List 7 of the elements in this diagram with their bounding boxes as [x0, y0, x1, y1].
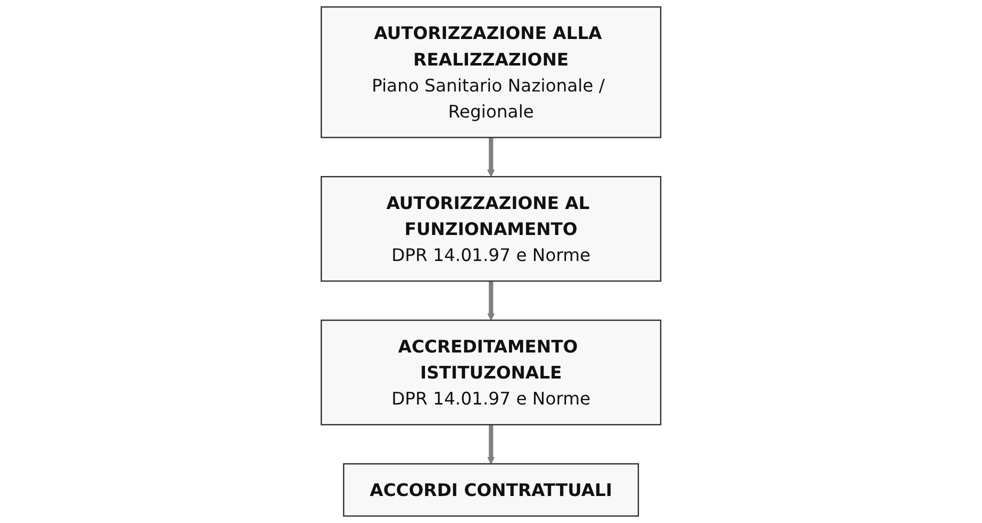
node-box: ACCORDI CONTRATTUALI: [342, 463, 640, 517]
arrow: [487, 138, 495, 177]
arrow: [487, 424, 495, 464]
node-box: AUTORIZZAZIONE ALLA REALIZZAZIONE Piano Sanitario Nazionale / Regionale: [320, 6, 662, 138]
node-box: AUTORIZZAZIONE AL FUNZIONAMENTO DPR 14.01.97 e Norme: [320, 176, 662, 282]
node-box: ACCREDITAMENTO ISTITUZONALE DPR 14.01.97 e Norme: [320, 320, 662, 426]
arrow: [487, 281, 495, 321]
